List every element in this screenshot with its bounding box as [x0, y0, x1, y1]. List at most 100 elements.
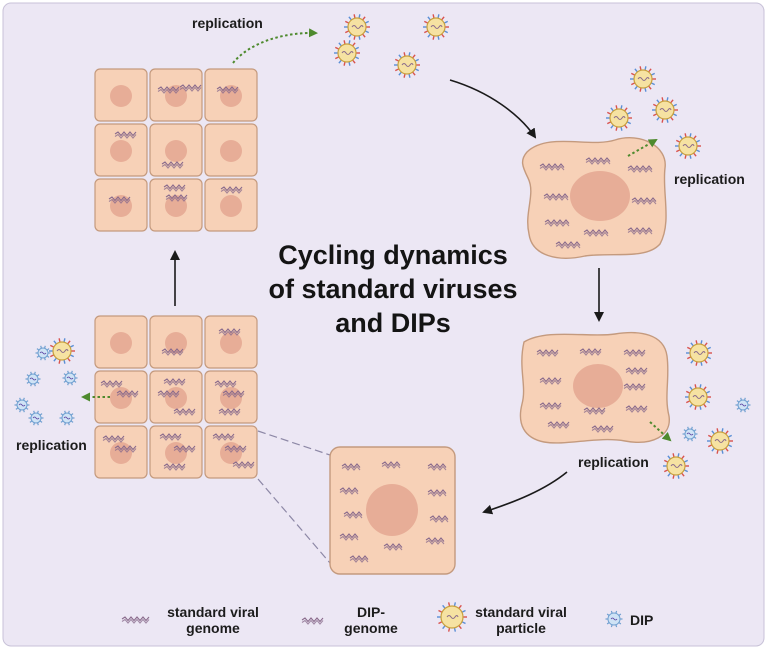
nucleus: [220, 387, 242, 409]
standard-genome-icon: [114, 131, 137, 139]
standard-genome-icon: [425, 537, 445, 545]
standard-genome-icon: [173, 445, 196, 453]
legend-standard-particle-label: standard viral particle: [475, 604, 567, 636]
dip-particle-icon: [735, 397, 751, 413]
standard-genome-icon: [427, 489, 447, 497]
legend-dip-genome-label: DIP- genome: [344, 604, 398, 636]
nucleus: [220, 332, 242, 354]
standard-genome-icon: [100, 380, 123, 388]
cell: [94, 178, 148, 232]
standard-genome-icon: [301, 617, 324, 625]
standard-genome-icon: [161, 161, 184, 169]
standard-genome-icon: [623, 383, 646, 391]
standard-genome-icon: [349, 555, 369, 563]
standard-genome-icon: [343, 511, 363, 519]
diagram-title: Cycling dynamics of standard viruses and…: [228, 238, 558, 340]
connector-line-upper: [257, 430, 331, 456]
nucleus: [220, 140, 242, 162]
cycle-arrows: [81, 28, 672, 515]
standard-genome-icon: [583, 407, 606, 415]
cell: [204, 425, 258, 479]
standard-genome-icon: [625, 367, 648, 375]
nucleus: [165, 140, 187, 162]
standard-genome-icon: [216, 86, 239, 94]
tissue-bottom-left: [94, 315, 258, 479]
standard-genome-icon: [102, 435, 125, 443]
cell: [149, 315, 203, 369]
title-line-1: Cycling dynamics: [278, 240, 508, 270]
zoom-connector-lines: [257, 430, 331, 564]
legend-dip-label: DIP: [630, 612, 654, 628]
nucleus: [110, 332, 132, 354]
standard-genome-icon: [539, 402, 562, 410]
nucleus: [165, 195, 187, 217]
standard-viral-particle-icon: [685, 384, 711, 410]
cell: [204, 178, 258, 232]
standard-genome-icon: [173, 408, 196, 416]
standard-viral-particle-icon: [437, 602, 467, 632]
cell: [204, 370, 258, 424]
standard-viral-particle-icon: [663, 453, 689, 479]
cell: [149, 178, 203, 232]
replication-arrow-right-lower: [649, 421, 672, 442]
standard-genome-icon: [116, 390, 139, 398]
replication-label-top: replication: [192, 15, 263, 31]
nucleus: [220, 195, 242, 217]
cell: [204, 123, 258, 177]
cycle-arrow-to-zoom: [482, 471, 568, 515]
legend-icons: [121, 602, 623, 632]
nucleus: [165, 332, 187, 354]
connector-line-lower: [257, 478, 331, 564]
cell: [149, 425, 203, 479]
standard-viral-particle-icon: [707, 428, 733, 454]
nucleus: [110, 387, 132, 409]
cell: [149, 123, 203, 177]
dip-particle-icon: [605, 610, 623, 628]
standard-genome-icon: [583, 229, 609, 237]
standard-genome-icon: [383, 543, 403, 551]
standard-genome-icon: [163, 378, 186, 386]
nucleus: [110, 442, 132, 464]
standard-viral-particle-icon: [49, 338, 75, 364]
nucleus: [165, 442, 187, 464]
cell: [94, 370, 148, 424]
replication-label-left: replication: [16, 437, 87, 453]
standard-genome-icon: [163, 463, 186, 471]
standard-viral-particle-icon: [675, 133, 701, 159]
cycle-arrow-to-cell: [449, 79, 537, 139]
replication-arrow-top: [232, 28, 318, 64]
standard-genome-icon: [224, 445, 247, 453]
standard-genome-icon: [381, 461, 401, 469]
standard-genome-icon: [218, 408, 241, 416]
standard-genome-icon: [339, 487, 359, 495]
replication-arrow-right-upper: [627, 139, 658, 157]
standard-genome-icon: [631, 197, 657, 205]
nucleus: [366, 484, 418, 536]
dip-particle-icon: [25, 371, 41, 387]
standard-genome-icon: [627, 165, 653, 173]
standard-genome-icon: [163, 184, 186, 192]
replication-label-right-lower: replication: [578, 454, 649, 470]
cell: [149, 370, 203, 424]
standard-genome-icon: [179, 84, 202, 92]
standard-genome-icon: [427, 463, 447, 471]
standard-viral-particle-icon: [630, 66, 656, 92]
standard-genome-icon: [341, 463, 361, 471]
tissue-top-left: [94, 68, 258, 232]
standard-genome-icon: [543, 193, 569, 201]
standard-genome-icon: [579, 348, 602, 356]
zoomed-cell: [329, 446, 456, 575]
cell: [94, 315, 148, 369]
standard-genome-icon: [212, 433, 235, 441]
title-line-3: and DIPs: [335, 308, 451, 338]
standard-genome-icon: [157, 390, 180, 398]
cell: [204, 315, 258, 369]
standard-genome-icon: [547, 421, 570, 429]
standard-genome-icon: [539, 163, 565, 171]
legend-standard-genome-label: standard viral genome: [167, 604, 259, 636]
standard-genome-icon: [627, 227, 653, 235]
virus-particles: [14, 14, 751, 479]
standard-genome-icon: [157, 86, 180, 94]
standard-viral-particle-icon: [394, 52, 420, 78]
